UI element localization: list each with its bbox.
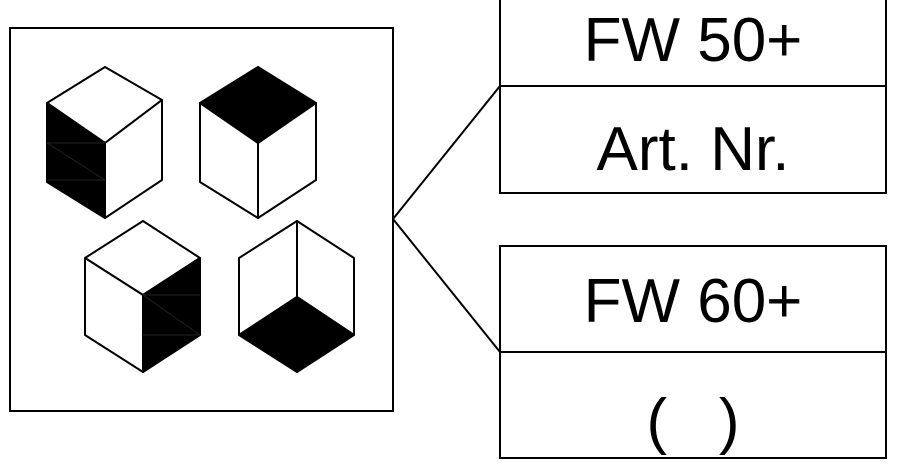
- connector-line-bottom: [392, 218, 501, 353]
- label-top-row1: FW 50+: [584, 6, 803, 75]
- cube-bottom-face-dark-icon: [238, 220, 355, 373]
- connector-line-top: [392, 85, 501, 220]
- label-box-bottom: FW 60+ ( ): [499, 245, 887, 459]
- label-box-top: FW 50+ Art. Nr.: [499, 0, 887, 194]
- cube-top-face-dark-icon: [199, 66, 317, 219]
- label-top-row2: Art. Nr.: [597, 115, 790, 184]
- cube-left-face-dark-icon: [46, 66, 163, 219]
- cube-panel: [9, 27, 394, 412]
- label-bottom-row2: ( ): [647, 387, 740, 456]
- cube-right-face-dark-icon: [84, 220, 201, 373]
- label-bottom-row1: FW 60+: [584, 267, 803, 336]
